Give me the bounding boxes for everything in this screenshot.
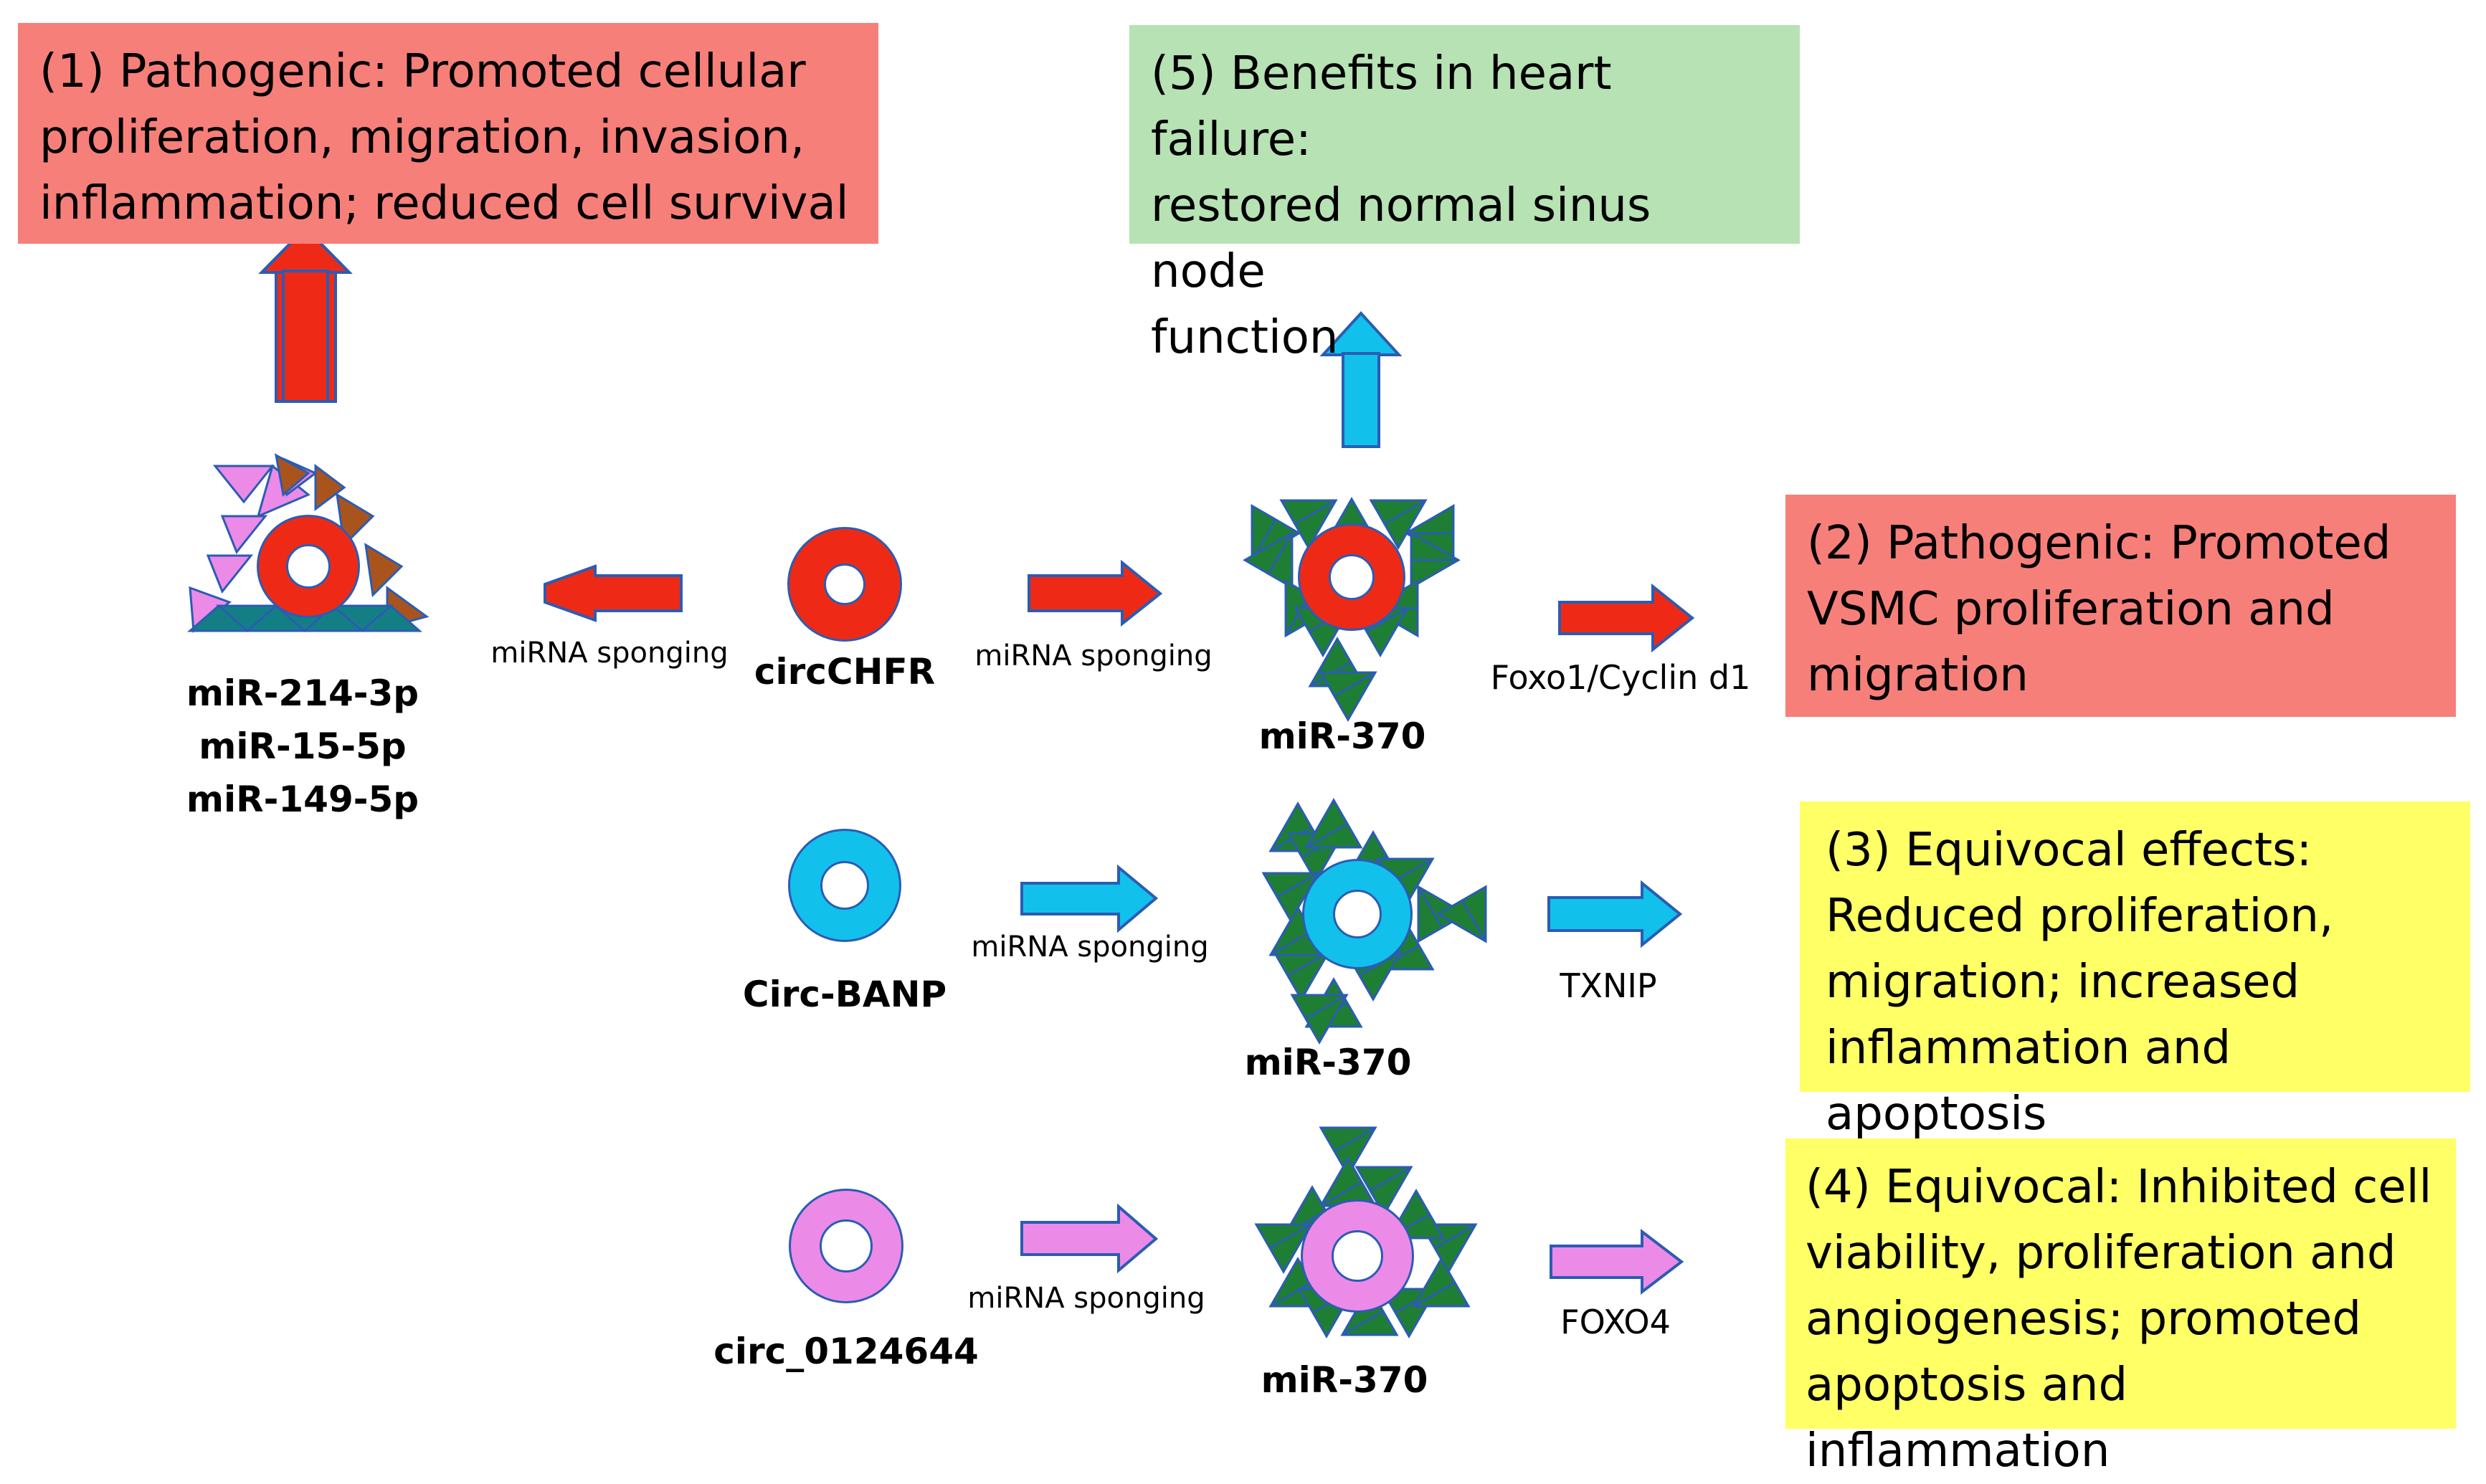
mir370-top-cluster: [1227, 491, 1479, 721]
outcome-box-5: (5) Benefits in heart failure: restored …: [1129, 25, 1800, 364]
arrow-right-red-2: [1558, 583, 1695, 653]
mir370-mid-label: miR-370: [1244, 1042, 1412, 1083]
sponging-label-left: miRNA sponging: [490, 637, 729, 670]
circ-banp-label: Circ-BANP: [742, 974, 947, 1015]
foxo1-cyclin-d1-label: Foxo1/Cyclin d1: [1490, 658, 1751, 697]
arrow-right-pink-2: [1550, 1228, 1684, 1295]
arrow-right-blue-1: [1020, 864, 1159, 933]
circ-0124644-ring-fill: [791, 1191, 901, 1301]
circ-banp-ring-fill: [790, 831, 899, 940]
txnip-label: TXNIP: [1560, 966, 1657, 1005]
circ-0124644-label: circ_0124644: [713, 1331, 979, 1372]
arrow-right-pink-1: [1020, 1203, 1159, 1274]
sponging-label-top: miRNA sponging: [974, 639, 1213, 672]
mir370-mid-cluster: [1262, 799, 1487, 1044]
arrow-up-red-shaft: [282, 270, 329, 403]
arrow-left-red: [544, 564, 683, 622]
mirna-group-left-label: miR-214-3p miR-15-5p miR-149-5p: [186, 672, 419, 820]
outcome-box-2: (2) Pathogenic: Promoted VSMC proliferat…: [1785, 495, 2456, 717]
outcome-box-1: (1) Pathogenic: Promoted cellular prolif…: [18, 23, 878, 244]
left-mirna-cluster: [187, 453, 430, 633]
mir370-bot-cluster: [1255, 1126, 1477, 1338]
outcome-box-4: (4) Equivocal: Inhibited cell viability,…: [1785, 1138, 2456, 1478]
sponging-label-bot: miRNA sponging: [967, 1282, 1205, 1315]
arrow-right-red-1: [1028, 559, 1163, 627]
arrow-up-blue-shaft: [1342, 352, 1380, 448]
mir370-bot-label: miR-370: [1261, 1359, 1428, 1401]
outcome-box-3: (3) Equivocal effects: Reduced prolifera…: [1800, 802, 2470, 1141]
circchfr-label: circCHFR: [754, 651, 936, 693]
diagram-canvas: [187, 226, 1695, 1338]
sponging-label-mid: miRNA sponging: [971, 931, 1209, 964]
mir370-top-label: miR-370: [1258, 715, 1426, 757]
arrow-right-blue-2: [1547, 880, 1683, 948]
foxo4-label: FOXO4: [1560, 1303, 1671, 1341]
circchfr-ring-fill: [789, 529, 900, 639]
